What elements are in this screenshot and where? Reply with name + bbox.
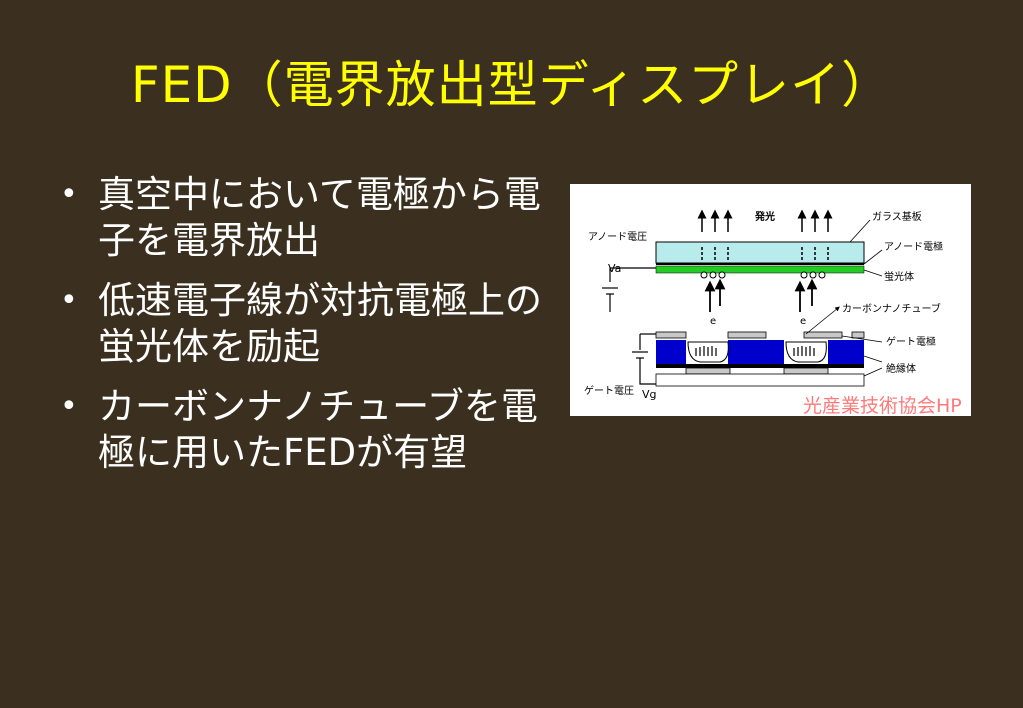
label-anode-voltage: アノード電圧 [588, 231, 647, 243]
glass-substrate [655, 241, 865, 264]
phosphor-dots [700, 271, 826, 279]
gate-electrodes [655, 331, 865, 339]
label-glass-substrate: ガラス基板 [872, 210, 922, 223]
fed-structure-diagram: 発光 ガラス基板 アノード電圧 アノード電極 Va 蛍光体 カーボンナノチューブ… [570, 184, 971, 416]
emission-arrows-left [697, 209, 733, 260]
carbon-nanotubes [695, 346, 815, 356]
bullet-dot: • [60, 177, 78, 212]
insulator-layer [656, 340, 864, 364]
label-carbon-nanotube: カーボンナノチューブ [842, 302, 941, 315]
label-pointers [805, 219, 883, 377]
label-electron-1: e [710, 316, 716, 327]
bullet-dot: • [60, 389, 78, 424]
label-gate-voltage: ゲート電圧 [584, 385, 634, 397]
label-emission: 発光 [754, 210, 775, 223]
label-vg: Vg [642, 388, 657, 401]
label-electron-2: e [800, 316, 806, 327]
bullet-text: 低速電子線が対抗電極上の蛍光体を励起 [98, 279, 542, 368]
label-gate-electrode: ゲート電極 [886, 335, 936, 348]
bullet-text: 真空中において電極から電子を電界放出 [98, 173, 541, 262]
emission-arrows-right [797, 209, 833, 260]
fed-diagram-svg: 発光 ガラス基板 アノード電圧 アノード電極 Va 蛍光体 カーボンナノチューブ… [584, 209, 943, 401]
cathode-electrode [656, 364, 864, 368]
phosphor-layer [655, 265, 865, 274]
label-anode-electrode: アノード電極 [884, 240, 943, 253]
circuit-wires [602, 267, 656, 385]
cathode-pads [685, 367, 829, 375]
bullet-dot: • [60, 283, 78, 318]
bullet-item: • カーボンナノチューブを電極に用いたFEDが有望 [58, 384, 558, 476]
bullet-item: • 低速電子線が対抗電極上の蛍光体を励起 [58, 278, 558, 370]
substrate-bottom [655, 373, 865, 387]
bullet-item: • 真空中において電極から電子を電界放出 [58, 172, 558, 264]
figure-caption: 光産業技術協会HP [803, 395, 962, 417]
label-va: Va [608, 262, 621, 275]
bullet-list: • 真空中において電極から電子を電界放出 • 低速電子線が対抗電極上の蛍光体を励… [58, 172, 558, 490]
slide-title: FED（電界放出型ディスプレイ） [130, 56, 893, 114]
label-insulator: 絶縁体 [886, 362, 916, 375]
electron-beams [704, 278, 818, 312]
bullet-text: カーボンナノチューブを電極に用いたFEDが有望 [98, 385, 538, 474]
label-phosphor: 蛍光体 [884, 270, 914, 283]
